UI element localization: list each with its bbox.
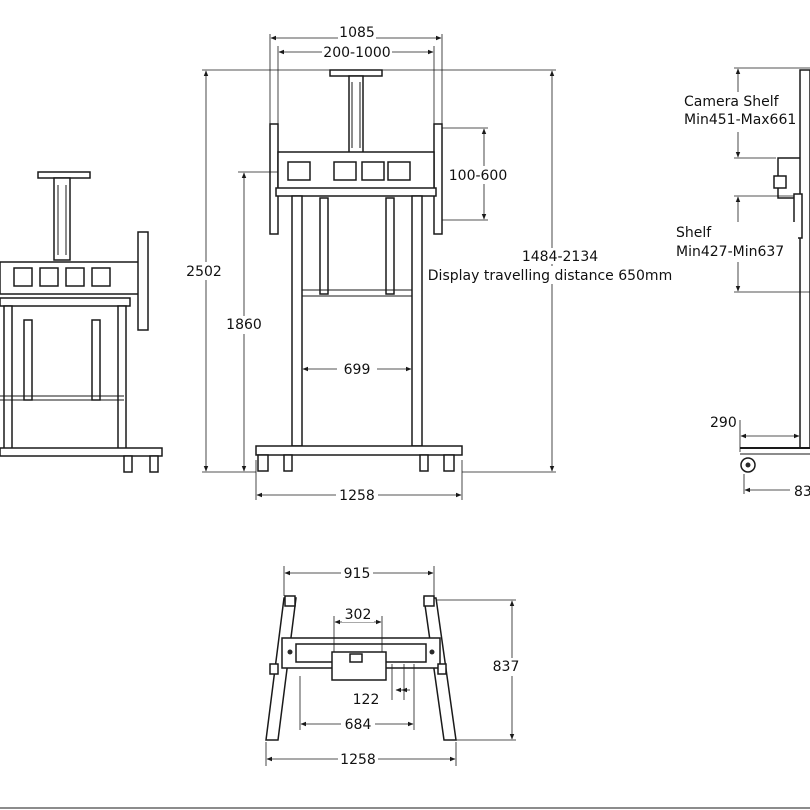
- left-partial-view: [0, 171, 163, 473]
- front-view-stand: [255, 69, 463, 472]
- label-camera-shelf: Camera Shelf: [684, 94, 780, 110]
- label-290: 290: [710, 415, 737, 431]
- label-shelf: Shelf: [676, 225, 712, 241]
- label-837: 837: [493, 659, 520, 675]
- label-83: 83: [794, 484, 810, 500]
- label-684: 684: [345, 717, 372, 733]
- label-1860: 1860: [226, 317, 262, 333]
- label-travel-distance: Display travelling distance 650mm: [428, 268, 672, 284]
- label-1258-front: 1258: [339, 488, 375, 504]
- side-view-stand: [740, 69, 810, 473]
- dimension-labels: 1085 200-1000 100-600 2502 1860 1484-213…: [184, 24, 810, 768]
- label-1484-2134: 1484-2134: [522, 249, 598, 265]
- label-1085: 1085: [339, 25, 375, 41]
- top-view-stand: [265, 595, 457, 741]
- label-1258-top: 1258: [340, 752, 376, 768]
- label-100-600: 100-600: [449, 168, 508, 184]
- label-122: 122: [353, 692, 380, 708]
- label-camera-shelf-range: Min451-Max661: [684, 112, 796, 128]
- label-200-1000: 200-1000: [323, 45, 390, 61]
- label-302: 302: [345, 607, 372, 623]
- label-shelf-range: Min427-Min637: [676, 244, 784, 260]
- label-915: 915: [344, 566, 371, 582]
- label-699: 699: [344, 362, 371, 378]
- label-2502: 2502: [186, 264, 222, 280]
